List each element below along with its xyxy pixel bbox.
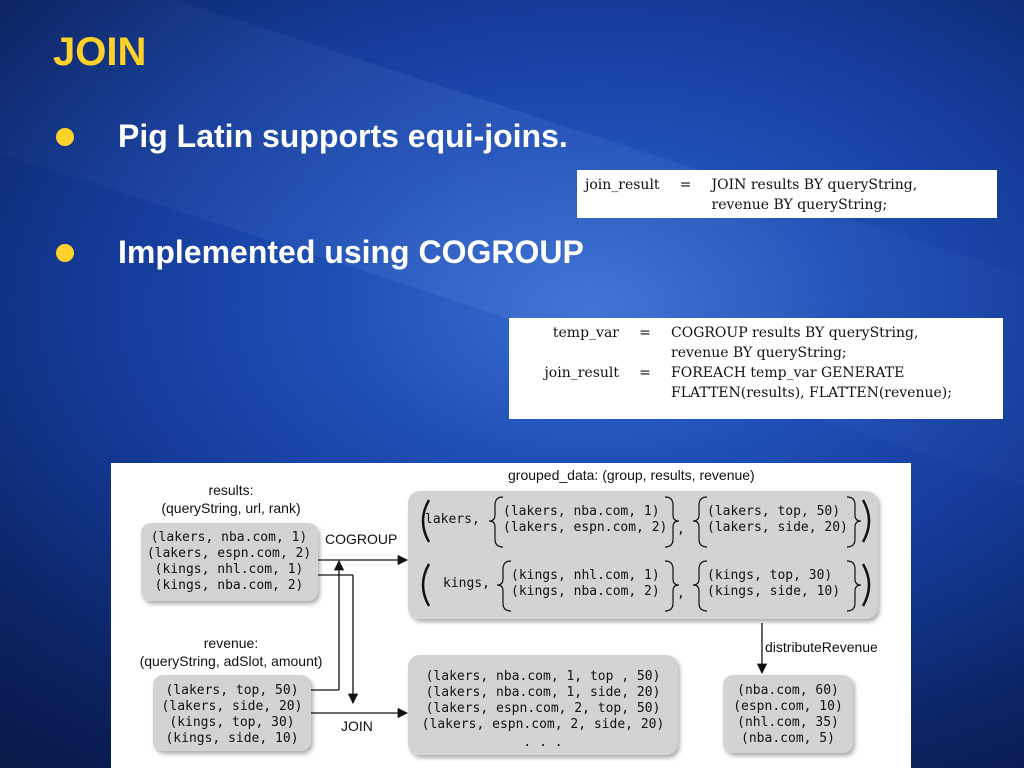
group-comma: ,	[677, 522, 685, 537]
join-row: (lakers, nba.com, 1, side, 20)	[426, 685, 661, 700]
paren-left-icon	[421, 563, 431, 607]
grouped-label: grouped_data: (group, results, revenue)	[508, 467, 755, 483]
group-result: (lakers, espn.com, 2)	[503, 520, 667, 535]
results-schema: (queryString, url, rank)	[161, 500, 300, 516]
code-lhs: join_result	[585, 177, 660, 193]
group-revenue: (kings, top, 30)	[707, 568, 832, 583]
cogroup-code-box: temp_var = COGROUP results BY queryStrin…	[509, 318, 1003, 419]
revenue-box	[153, 675, 311, 751]
results-row: (lakers, espn.com, 2)	[147, 546, 311, 561]
code-rhs: revenue BY queryString;	[711, 197, 888, 213]
code-lhs	[519, 343, 619, 363]
group-revenue: (lakers, side, 20)	[707, 520, 848, 535]
dist-row: (nba.com, 5)	[741, 731, 835, 746]
join-label: JOIN	[341, 718, 373, 734]
revenue-schema: (queryString, adSlot, amount)	[140, 653, 323, 669]
code-lhs	[585, 195, 660, 215]
group-result: (kings, nba.com, 2)	[511, 584, 660, 599]
join-row: (lakers, espn.com, 2, top, 50)	[426, 701, 661, 716]
bullet-text: Implemented using COGROUP	[118, 234, 584, 270]
slide-title: JOIN	[53, 30, 147, 74]
paren-right-icon	[861, 499, 871, 543]
code-lhs: join_result	[544, 365, 619, 381]
revenue-row: (lakers, side, 20)	[162, 699, 303, 714]
cogroup-join-diagram: results: (queryString, url, rank) (laker…	[111, 463, 911, 768]
brace-right-icon	[664, 496, 680, 548]
code-rhs: revenue BY queryString;	[671, 345, 847, 361]
revenue-row: (kings, top, 30)	[169, 715, 294, 730]
code-eq: =	[639, 365, 651, 381]
bullet-equi-joins: Pig Latin supports equi-joins.	[56, 118, 568, 155]
brace-right-icon	[664, 560, 680, 612]
group-revenue: (kings, side, 10)	[707, 584, 840, 599]
code-rhs: JOIN results BY queryString,	[711, 177, 918, 193]
group-key: lakers,	[425, 512, 480, 527]
group-result: (kings, nhl.com, 1)	[511, 568, 660, 583]
revenue-row: (kings, side, 10)	[165, 731, 298, 746]
bullet-dot-icon	[56, 243, 74, 262]
paren-left-icon	[421, 499, 431, 543]
results-row: (kings, nhl.com, 1)	[155, 562, 304, 577]
revenue-row: (lakers, top, 50)	[165, 683, 298, 698]
distribute-label: distributeRevenue	[765, 639, 878, 655]
brace-right-icon	[846, 560, 862, 612]
code-lhs: temp_var	[552, 325, 619, 341]
paren-right-icon	[861, 563, 871, 607]
group-revenue: (lakers, top, 50)	[707, 504, 840, 519]
brace-left-icon	[496, 560, 512, 612]
join-result-box	[408, 655, 678, 755]
brace-right-icon	[846, 496, 862, 548]
join-code-box: join_result = JOIN results BY queryStrin…	[577, 170, 997, 218]
distributed-box	[723, 675, 853, 753]
grouped-data-box	[408, 491, 878, 619]
brace-left-icon	[692, 560, 708, 612]
results-row: (lakers, nba.com, 1)	[151, 530, 308, 545]
join-row: (lakers, espn.com, 2, side, 20)	[422, 717, 665, 732]
code-eq	[619, 343, 671, 363]
cogroup-label: COGROUP	[325, 531, 397, 547]
code-rhs: FLATTEN(results), FLATTEN(revenue);	[671, 385, 952, 401]
code-eq	[619, 383, 671, 403]
bullet-text: Pig Latin supports equi-joins.	[118, 118, 568, 154]
dist-row: (nhl.com, 35)	[737, 715, 839, 730]
results-label: results:	[208, 482, 253, 498]
code-rhs: COGROUP results BY queryString,	[671, 325, 919, 341]
group-key: kings,	[443, 576, 490, 591]
results-box	[141, 523, 318, 601]
bullet-dot-icon	[56, 127, 74, 146]
dist-row: (espn.com, 10)	[733, 699, 843, 714]
group-result: (lakers, nba.com, 1)	[503, 504, 660, 519]
dist-row: (nba.com, 60)	[737, 683, 839, 698]
brace-left-icon	[488, 496, 504, 548]
code-eq: =	[679, 177, 692, 193]
join-row: (lakers, nba.com, 1, top , 50)	[426, 669, 661, 684]
revenue-label: revenue:	[204, 635, 258, 651]
code-eq	[660, 195, 712, 215]
code-rhs: FOREACH temp_var GENERATE	[671, 365, 905, 381]
brace-left-icon	[692, 496, 708, 548]
bullet-cogroup: Implemented using COGROUP	[56, 234, 584, 271]
results-row: (kings, nba.com, 2)	[155, 578, 304, 593]
group-comma: ,	[677, 586, 685, 601]
join-row-ellipsis: . . .	[523, 735, 562, 750]
code-eq: =	[639, 325, 651, 341]
code-lhs	[519, 383, 619, 403]
